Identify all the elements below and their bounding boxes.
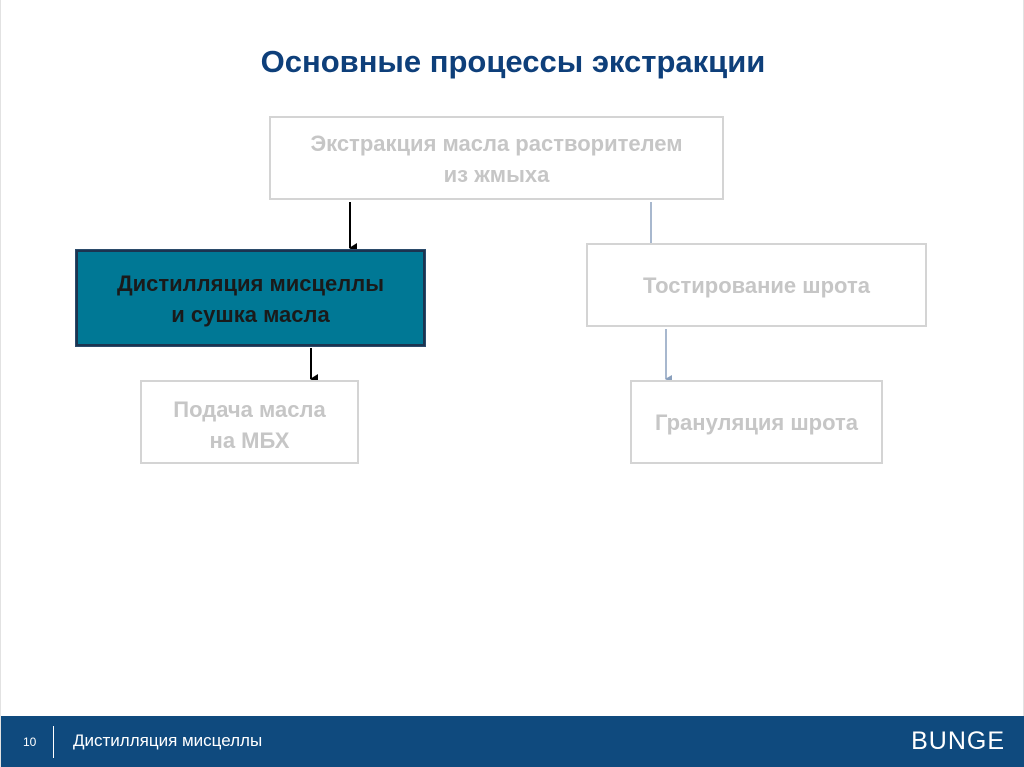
node-toasting: Тостирование шрота (586, 243, 927, 327)
node-granulation: Грануляция шрота (630, 380, 883, 464)
page-number: 10 (23, 735, 37, 749)
node-oil-feed-label: Подача масла на МБХ (173, 397, 326, 453)
footer-bar: 10 Дистилляция мисцеллы BUNGE (1, 716, 1024, 767)
node-distillation: Дистилляция мисцеллы и сушка масла (76, 250, 425, 346)
slide-title: Основные процессы экстракции (260, 44, 766, 79)
node-granulation-label: Грануляция шрота (654, 409, 859, 435)
bunge-logo: BUNGE (911, 727, 1005, 755)
node-distillation-label: Дистилляция мисцеллы и сушка масла (116, 271, 385, 327)
footer-section-title: Дистилляция мисцеллы (73, 731, 263, 750)
node-toasting-label: Тостирование шрота (643, 272, 870, 298)
footer-divider (53, 726, 54, 758)
node-oil-feed: Подача масла на МБХ (140, 380, 359, 464)
node-extraction: Экстракция масла растворителем из жмыха (269, 116, 724, 200)
node-extraction-label: Экстракция масла растворителем из жмыха (310, 131, 683, 187)
